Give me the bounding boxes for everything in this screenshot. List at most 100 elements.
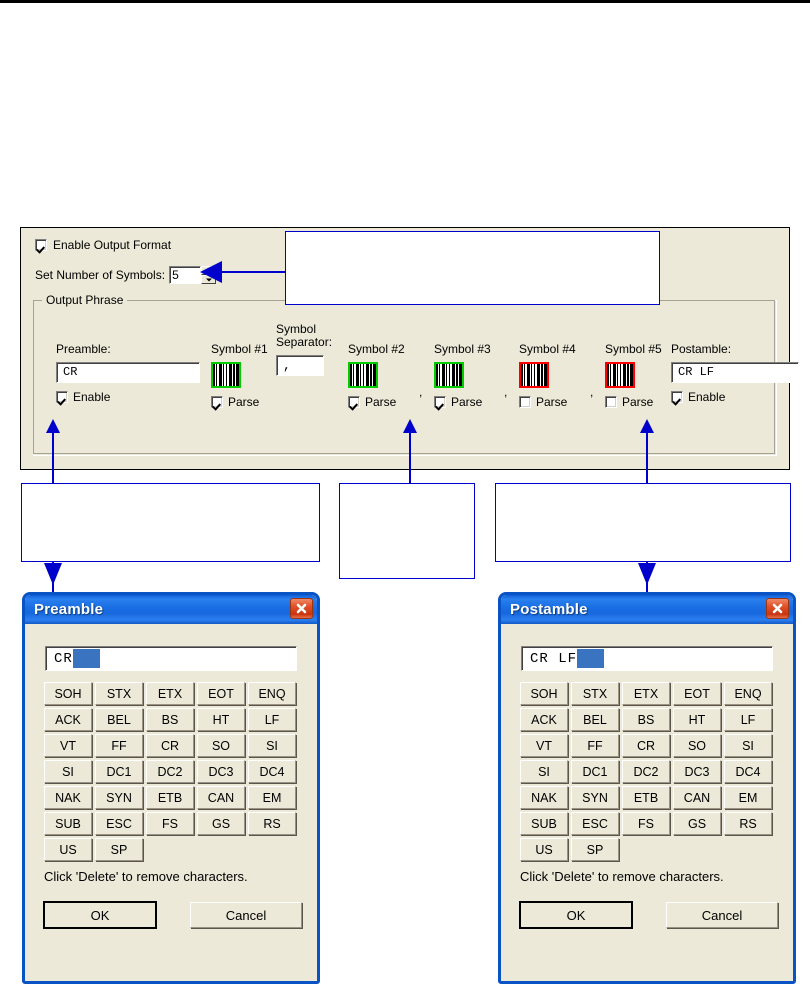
key-fs[interactable]: FS	[622, 812, 670, 835]
key-dc1[interactable]: DC1	[95, 760, 143, 783]
symbol-5-parse-row[interactable]: Parse	[605, 395, 671, 409]
symbol-5-barcode-icon[interactable]	[605, 362, 635, 388]
key-us[interactable]: US	[520, 838, 568, 861]
key-sp[interactable]: SP	[95, 838, 143, 861]
key-soh[interactable]: SOH	[520, 682, 568, 705]
key-can[interactable]: CAN	[673, 786, 721, 809]
ok-button[interactable]: OK	[519, 901, 633, 929]
symbol-1-parse-row[interactable]: Parse	[211, 395, 277, 409]
key-fs[interactable]: FS	[146, 812, 194, 835]
postamble-dialog-input[interactable]: CR LF	[521, 646, 773, 671]
key-cr[interactable]: CR	[622, 734, 670, 757]
key-nak[interactable]: NAK	[44, 786, 92, 809]
preamble-input[interactable]: CR	[56, 362, 200, 383]
key-si[interactable]: SI	[724, 734, 772, 757]
key-rs[interactable]: RS	[248, 812, 296, 835]
cancel-button[interactable]: Cancel	[666, 902, 778, 928]
key-can[interactable]: CAN	[197, 786, 245, 809]
key-dc1[interactable]: DC1	[571, 760, 619, 783]
symbol-4-parse-row[interactable]: Parse	[519, 395, 585, 409]
postamble-dialog-hint: Click 'Delete' to remove characters.	[520, 869, 724, 884]
key-so[interactable]: SO	[673, 734, 721, 757]
key-gs[interactable]: GS	[197, 812, 245, 835]
enable-output-format-checkbox[interactable]	[35, 239, 47, 251]
key-dc2[interactable]: DC2	[622, 760, 670, 783]
key-dc2[interactable]: DC2	[146, 760, 194, 783]
key-ff[interactable]: FF	[95, 734, 143, 757]
symbol-separator-input[interactable]: ,	[276, 355, 324, 376]
symbol-3-barcode-icon[interactable]	[434, 362, 464, 388]
key-sub[interactable]: SUB	[520, 812, 568, 835]
key-bel[interactable]: BEL	[571, 708, 619, 731]
symbol-3-parse-checkbox[interactable]	[434, 396, 446, 408]
key-stx[interactable]: STX	[95, 682, 143, 705]
key-cr[interactable]: CR	[146, 734, 194, 757]
key-bs[interactable]: BS	[622, 708, 670, 731]
cancel-button[interactable]: Cancel	[190, 902, 302, 928]
key-enq[interactable]: ENQ	[248, 682, 296, 705]
preamble-enable-checkbox[interactable]	[56, 391, 68, 403]
symbol-4-parse-checkbox[interactable]	[519, 396, 531, 408]
key-bs[interactable]: BS	[146, 708, 194, 731]
symbol-4-barcode-icon[interactable]	[519, 362, 549, 388]
key-ht[interactable]: HT	[197, 708, 245, 731]
symbol-1-barcode-icon[interactable]	[211, 362, 241, 388]
symbol-2-parse-row[interactable]: Parse	[348, 395, 414, 409]
symbol-2-barcode-icon[interactable]	[348, 362, 378, 388]
enable-output-format-row[interactable]: Enable Output Format	[35, 238, 171, 252]
key-ht[interactable]: HT	[673, 708, 721, 731]
key-syn[interactable]: SYN	[95, 786, 143, 809]
key-rs[interactable]: RS	[724, 812, 772, 835]
key-lf[interactable]: LF	[248, 708, 296, 731]
key-lf[interactable]: LF	[724, 708, 772, 731]
symbol-1-parse-checkbox[interactable]	[211, 396, 223, 408]
key-si[interactable]: SI	[248, 734, 296, 757]
postamble-dialog-titlebar[interactable]: Postamble	[501, 595, 793, 624]
key-sp[interactable]: SP	[571, 838, 619, 861]
key-eot[interactable]: EOT	[197, 682, 245, 705]
key-vt[interactable]: VT	[44, 734, 92, 757]
postamble-enable-checkbox[interactable]	[671, 391, 683, 403]
key-em[interactable]: EM	[724, 786, 772, 809]
key-vt[interactable]: VT	[520, 734, 568, 757]
postamble-input[interactable]: CR LF	[671, 362, 799, 383]
key-ack[interactable]: ACK	[44, 708, 92, 731]
key-soh[interactable]: SOH	[44, 682, 92, 705]
close-icon[interactable]	[290, 598, 313, 619]
key-sub[interactable]: SUB	[44, 812, 92, 835]
key-eot[interactable]: EOT	[673, 682, 721, 705]
key-ff[interactable]: FF	[571, 734, 619, 757]
symbol-3-parse-row[interactable]: Parse	[434, 395, 500, 409]
symbol-2-parse-checkbox[interactable]	[348, 396, 360, 408]
key-etx[interactable]: ETX	[146, 682, 194, 705]
key-us[interactable]: US	[44, 838, 92, 861]
key-dc4[interactable]: DC4	[724, 760, 772, 783]
preamble-dialog-titlebar[interactable]: Preamble	[25, 595, 317, 624]
key-dc4[interactable]: DC4	[248, 760, 296, 783]
key-gs[interactable]: GS	[673, 812, 721, 835]
key-so[interactable]: SO	[197, 734, 245, 757]
ok-button[interactable]: OK	[43, 901, 157, 929]
key-nak[interactable]: NAK	[520, 786, 568, 809]
key-etb[interactable]: ETB	[146, 786, 194, 809]
key-syn[interactable]: SYN	[571, 786, 619, 809]
key-dc3[interactable]: DC3	[197, 760, 245, 783]
preamble-enable-row[interactable]: Enable	[56, 390, 200, 404]
key-stx[interactable]: STX	[571, 682, 619, 705]
key-etb[interactable]: ETB	[622, 786, 670, 809]
key-si-2[interactable]: SI	[44, 760, 92, 783]
key-si-2[interactable]: SI	[520, 760, 568, 783]
key-etx[interactable]: ETX	[622, 682, 670, 705]
set-number-of-symbols-input[interactable]: 5	[169, 266, 202, 284]
preamble-dialog-input[interactable]: CR	[45, 646, 297, 671]
key-dc3[interactable]: DC3	[673, 760, 721, 783]
symbol-5-parse-checkbox[interactable]	[605, 396, 617, 408]
close-icon[interactable]	[766, 598, 789, 619]
key-enq[interactable]: ENQ	[724, 682, 772, 705]
key-esc[interactable]: ESC	[571, 812, 619, 835]
key-ack[interactable]: ACK	[520, 708, 568, 731]
key-em[interactable]: EM	[248, 786, 296, 809]
key-esc[interactable]: ESC	[95, 812, 143, 835]
postamble-enable-row[interactable]: Enable	[671, 390, 801, 404]
key-bel[interactable]: BEL	[95, 708, 143, 731]
